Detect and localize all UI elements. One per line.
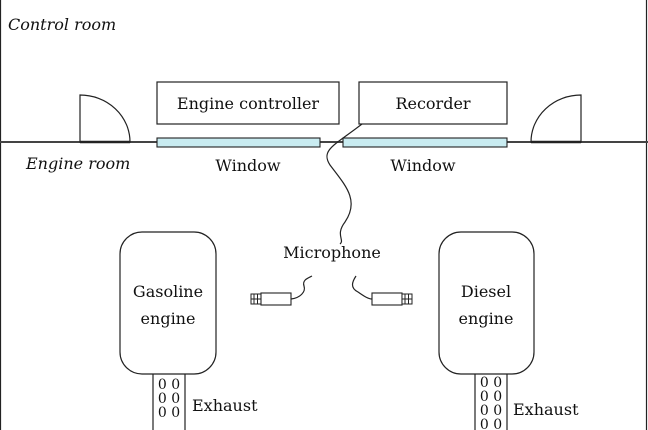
gasoline-engine-box	[119, 231, 217, 375]
diesel-engine-box	[438, 231, 535, 375]
svg-text:0 0: 0 0	[158, 405, 180, 421]
diesel-exhaust-pipe: 0 0 0 0 0 0 0 0	[474, 374, 508, 430]
recorder-box	[358, 81, 508, 125]
gasoline-exhaust-pipe: 0 0 0 0 0 0	[152, 374, 186, 430]
svg-text:0 0: 0 0	[158, 377, 180, 393]
diesel-exhaust-label: Exhaust	[513, 400, 579, 419]
engine-controller-label: Engine controller	[177, 94, 320, 113]
svg-text:0 0: 0 0	[480, 375, 502, 391]
microphone-right	[351, 275, 413, 306]
svg-text:0 0: 0 0	[480, 417, 502, 430]
window-right-label: Window	[390, 156, 455, 175]
microphone-label: Microphone	[283, 243, 381, 262]
window-left-label: Window	[215, 156, 280, 175]
gasoline-engine-label-line2: engine	[141, 309, 196, 328]
microphone-left	[250, 275, 313, 306]
engine-room-label: Engine room	[25, 154, 130, 173]
recorder-label: Recorder	[395, 94, 470, 113]
window-left	[156, 137, 321, 148]
diesel-engine-label-line1: Diesel	[461, 282, 511, 301]
recorder-cable	[326, 123, 363, 245]
svg-text:0 0: 0 0	[158, 391, 180, 407]
window-right	[342, 137, 508, 148]
diesel-engine-label-line2: engine	[459, 309, 514, 328]
gasoline-engine-label-line1: Gasoline	[133, 282, 203, 301]
engine-controller-box	[156, 81, 340, 125]
left-door	[79, 94, 131, 144]
gasoline-exhaust-label: Exhaust	[192, 396, 258, 415]
svg-text:0 0: 0 0	[480, 403, 502, 419]
svg-text:0 0: 0 0	[480, 389, 502, 405]
right-door	[530, 94, 582, 144]
control-room-label: Control room	[8, 15, 116, 34]
